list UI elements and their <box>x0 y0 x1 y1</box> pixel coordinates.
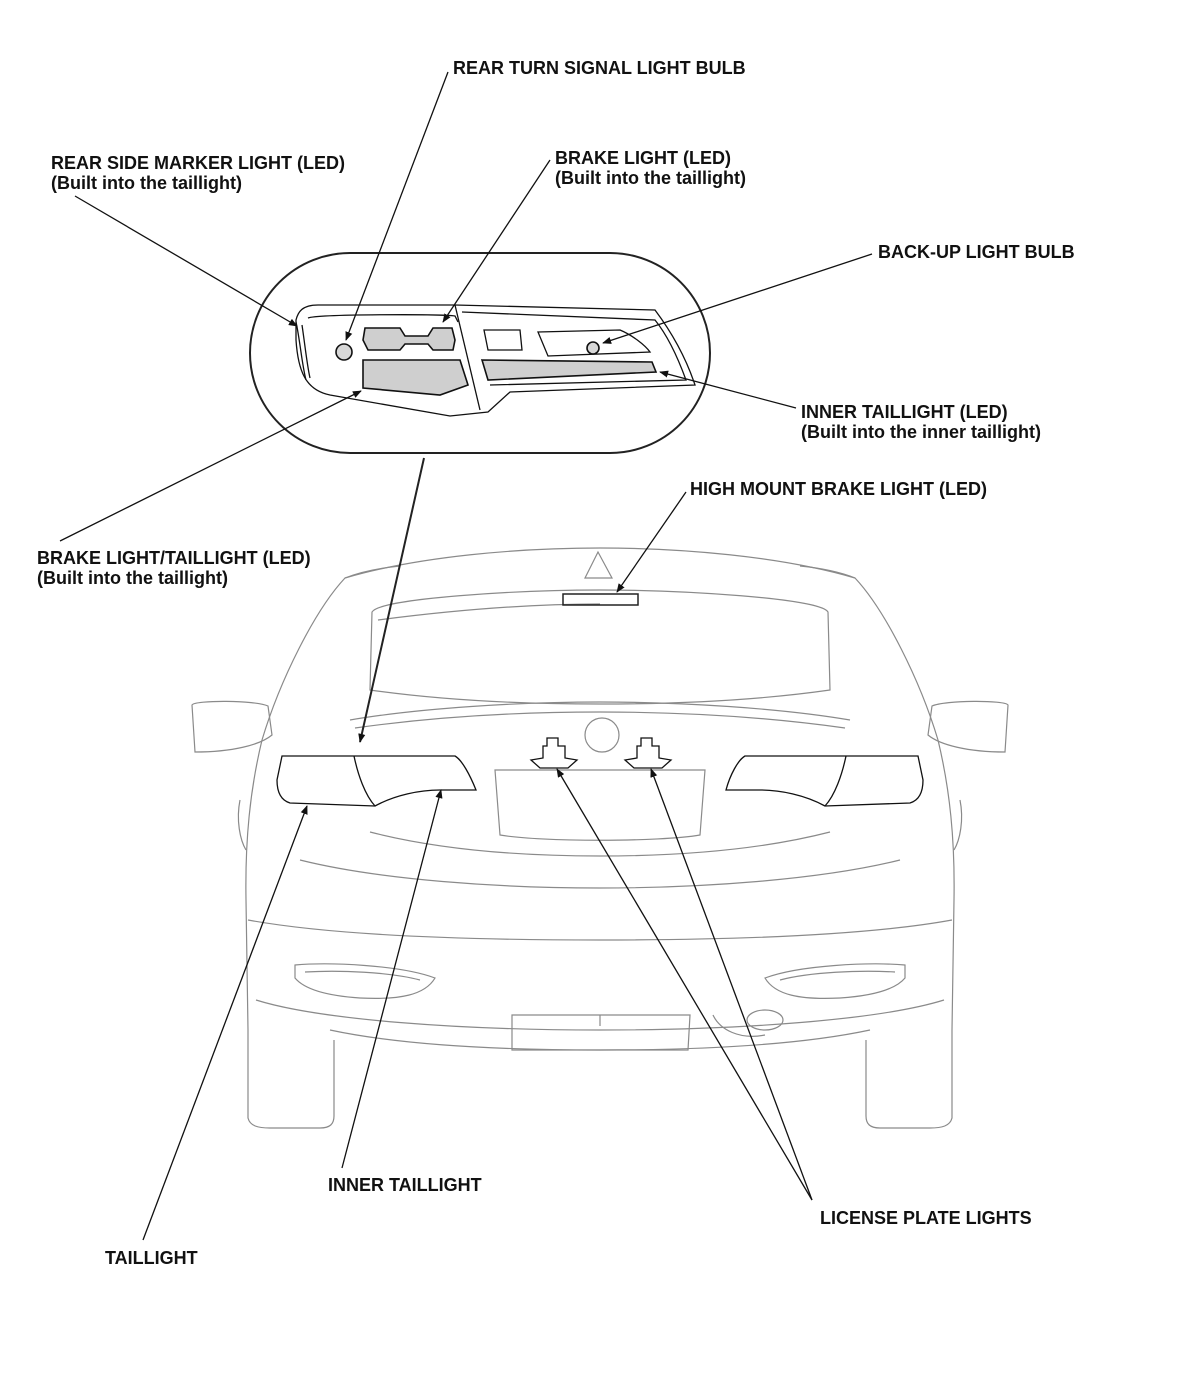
car-rear-view <box>191 547 1009 1129</box>
label-back-up-light-bulb: BACK-UP LIGHT BULB <box>878 242 1075 262</box>
label-text: REAR TURN SIGNAL LIGHT BULB <box>453 58 746 78</box>
label-text: BACK-UP LIGHT BULB <box>878 242 1075 262</box>
label-text: INNER TAILLIGHT <box>328 1175 482 1195</box>
label-inner-taillight-led: INNER TAILLIGHT (LED) (Built into the in… <box>801 402 1041 442</box>
label-text: HIGH MOUNT BRAKE LIGHT (LED) <box>690 479 987 499</box>
label-text: BRAKE LIGHT (LED) <box>555 148 731 168</box>
leader-lines <box>59 71 873 1241</box>
label-note: (Built into the taillight) <box>51 173 242 193</box>
label-license-plate-lights: LICENSE PLATE LIGHTS <box>820 1208 1032 1228</box>
label-text: BRAKE LIGHT/TAILLIGHT (LED) <box>37 548 311 568</box>
label-brake-light-taillight: BRAKE LIGHT/TAILLIGHT (LED) (Built into … <box>37 548 311 588</box>
label-text: LICENSE PLATE LIGHTS <box>820 1208 1032 1228</box>
label-note: (Built into the taillight) <box>37 568 228 588</box>
label-high-mount-brake-light: HIGH MOUNT BRAKE LIGHT (LED) <box>690 479 987 499</box>
label-note: (Built into the taillight) <box>555 168 746 188</box>
label-text: TAILLIGHT <box>105 1248 198 1268</box>
label-text: INNER TAILLIGHT (LED) <box>801 402 1008 422</box>
label-rear-turn-signal-light-bulb: REAR TURN SIGNAL LIGHT BULB <box>453 58 746 78</box>
label-note: (Built into the inner taillight) <box>801 422 1041 442</box>
label-text: REAR SIDE MARKER LIGHT (LED) <box>51 153 345 173</box>
license-plate-light-left <box>529 737 579 769</box>
label-taillight: TAILLIGHT <box>105 1248 198 1268</box>
taillight-zoom-inset <box>249 252 711 454</box>
label-brake-light-led: BRAKE LIGHT (LED) (Built into the tailli… <box>555 148 746 188</box>
label-rear-side-marker-light: REAR SIDE MARKER LIGHT (LED) (Built into… <box>51 153 345 193</box>
license-plate-light-right <box>623 737 673 769</box>
label-inner-taillight: INNER TAILLIGHT <box>328 1175 482 1195</box>
